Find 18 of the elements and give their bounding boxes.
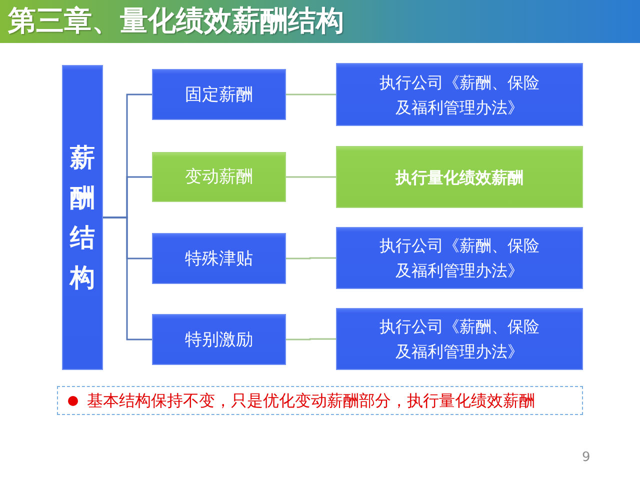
connector-line	[286, 176, 336, 178]
policy-box: 执行公司《薪酬、保险及福利管理办法》	[336, 308, 583, 370]
category-box: 特别激励	[152, 314, 286, 365]
connector-line	[103, 216, 152, 340]
page-number: 9	[582, 451, 590, 465]
connector-line	[286, 94, 336, 96]
category-box: 固定薪酬	[152, 69, 286, 120]
policy-box: 执行量化绩效薪酬	[336, 146, 583, 208]
policy-box: 执行公司《薪酬、保险及福利管理办法》	[336, 63, 583, 126]
category-box: 特殊津贴	[152, 233, 286, 284]
note-text: 基本结构保持不变，只是优化变动薪酬部分，执行量化绩效薪酬	[87, 390, 535, 410]
heading-bar: 薪酬结构	[62, 65, 103, 370]
title: 第三章、量化绩效薪酬结构	[8, 3, 344, 39]
policy-box: 执行公司《薪酬、保险及福利管理办法》	[336, 227, 583, 289]
note-box	[57, 386, 583, 415]
category-box: 变动薪酬	[152, 152, 286, 202]
connector-line	[286, 257, 336, 260]
connector-line	[286, 338, 336, 340]
